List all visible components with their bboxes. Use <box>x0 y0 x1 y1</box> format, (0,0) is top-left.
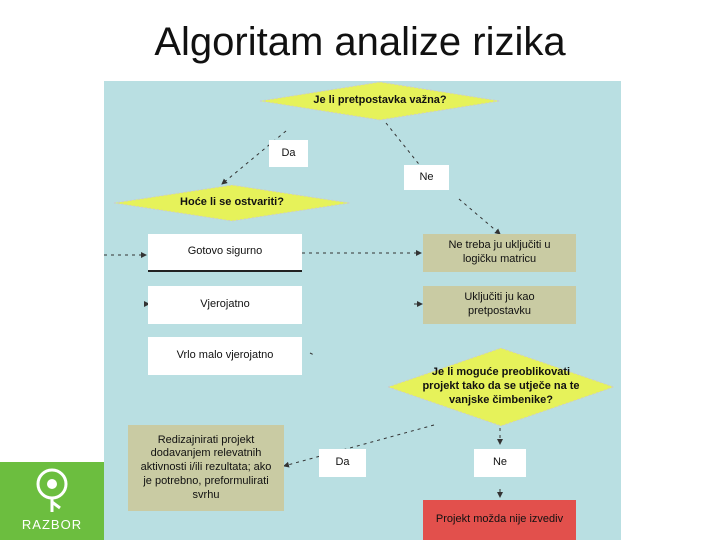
include-line-2: pretpostavku <box>468 305 531 317</box>
answer-yes-2: Da <box>319 449 366 477</box>
option-likely: Vjerojatno <box>148 286 302 324</box>
edge-no-exclude <box>458 198 501 235</box>
edge-unlikely <box>309 352 315 356</box>
answer-no-1: Ne <box>404 165 449 190</box>
slide-title: Algoritam analize rizika <box>154 20 566 64</box>
diamond-q2 <box>113 184 351 222</box>
decision-important: Je li pretpostavka važna? <box>313 94 447 107</box>
q3-line-2: projekt tako da se utječe na te <box>422 380 580 393</box>
include-line-1: Uključiti ju kao <box>464 291 535 304</box>
result-include-as-assumption: Uključiti ju kao pretpostavku <box>423 286 576 324</box>
razbor-logo-text: RAZBOR <box>21 517 83 532</box>
exclude-line-2: logičku matricu <box>462 253 537 265</box>
redesign-line-5: svrhu <box>192 488 220 501</box>
redesign-line-2: dodavanjem relevatnih <box>150 447 262 460</box>
result-exclude-from-matrix: Ne treba ju uključiti u logičku matricu <box>423 234 576 272</box>
edge-q1-no <box>385 122 423 169</box>
result-project-not-feasible: Projekt možda nije izvediv <box>423 500 576 540</box>
action-redesign-project: Redizajnirati projekt dodavanjem relevat… <box>128 425 284 511</box>
diamond-q3 <box>386 347 616 427</box>
option-almost-certain: Gotovo sigurno <box>148 234 302 272</box>
q3-line-1: Je li moguće preoblikovati <box>431 366 571 379</box>
edge-q3-yes <box>283 424 435 468</box>
razbor-logo: RAZBOR <box>0 462 104 540</box>
answer-no-2: Ne <box>474 449 526 477</box>
decision-redesign-possible: Je li moguće preoblikovati projekt tako … <box>401 364 601 410</box>
option-very-unlikely: Vrlo malo vjerojatno <box>148 337 302 375</box>
redesign-line-3: aktivnosti i/ili rezultata; ako <box>140 461 272 474</box>
redesign-line-4: je potrebno, preformulirati <box>143 474 269 487</box>
decision-will-occur: Hoće li se ostvariti? <box>180 196 284 209</box>
answer-yes-1: Da <box>269 140 308 167</box>
flowchart-panel: Je li pretpostavka važna? Da Ne Hoće li … <box>104 81 621 540</box>
diamond-q1 <box>259 81 501 121</box>
exclude-line-1: Ne treba ju uključiti u <box>448 239 551 252</box>
razbor-logo-icon <box>36 468 68 512</box>
redesign-line-1: Redizajnirati projekt <box>157 433 255 446</box>
q3-line-3: vanjske čimbenike? <box>449 393 553 406</box>
